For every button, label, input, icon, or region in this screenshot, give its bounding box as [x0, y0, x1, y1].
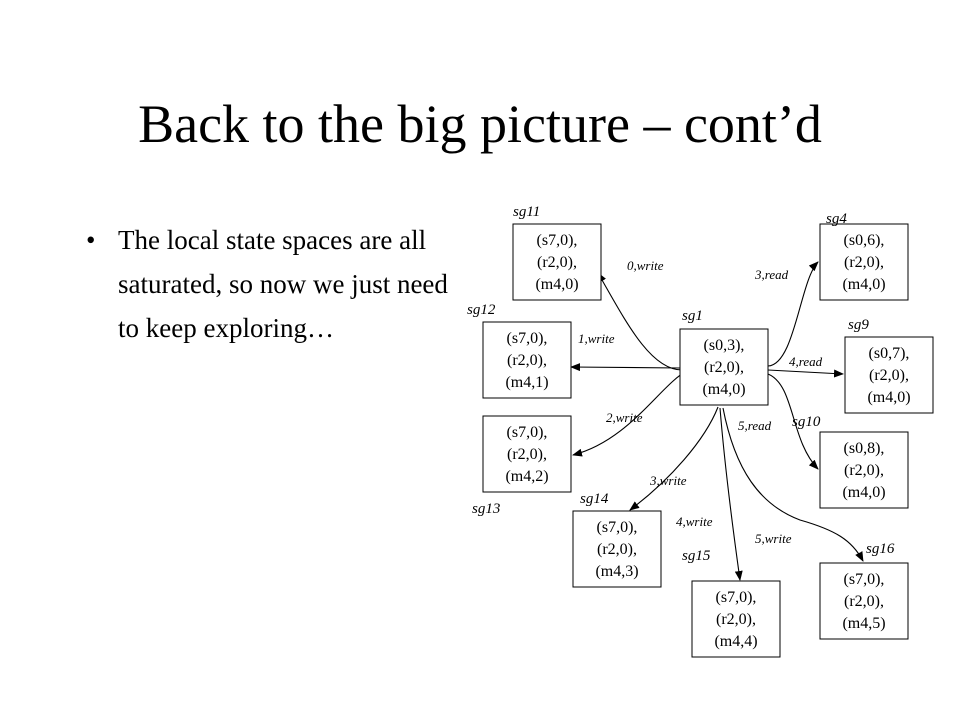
node-sg16: (s7,0), (r2,0), (m4,5) sg16 [819, 541, 909, 640]
node-sg15: (s7,0), (r2,0), (m4,4) sg15 [682, 548, 781, 658]
node-text-line: (r2,0), [507, 446, 547, 463]
node-text-line: (r2,0), [844, 462, 884, 479]
edges-layer: 0,write 1,write 2,write 3,write 4,write 5,wri… [570, 258, 864, 581]
node-box-sg10 [819, 431, 909, 509]
node-text-line: (m4,0) [702, 381, 745, 398]
node-text-line: (m4,1) [505, 374, 548, 391]
node-box-sg13 [482, 415, 572, 493]
edge-label-sg14: 3,write [649, 473, 687, 488]
edge-label-sg12: 1,write [578, 331, 615, 346]
node-text-line: (r2,0), [844, 593, 884, 610]
node-text-line: (s7,0), [507, 330, 548, 347]
node-text-line: (r2,0), [597, 541, 637, 558]
node-text-line: (s7,0), [537, 232, 578, 249]
node-box-sg12 [482, 321, 572, 399]
node-sg11: (s7,0), (r2,0), (m4,0) sg11 [512, 204, 602, 301]
node-box-sg11 [512, 223, 602, 301]
node-label-sg9: sg9 [848, 317, 869, 333]
bullet-text: The local state spaces are all saturated… [118, 225, 448, 343]
node-text-line: (m4,0) [842, 484, 885, 501]
node-box-sg1 [679, 328, 769, 406]
edge-sg1-to-sg4 [767, 261, 819, 367]
node-label-sg11: sg11 [513, 204, 540, 220]
node-text-line: (s0,6), [844, 232, 885, 249]
node-text-line: (m4,0) [867, 389, 910, 406]
bullet-dot: • [86, 225, 96, 255]
node-box-sg16 [819, 562, 909, 640]
node-sg10: (s0,8), (r2,0), (m4,0) sg10 [792, 414, 909, 509]
bullet-list: • The local state spaces are all saturat… [82, 218, 462, 350]
edge-sg1-to-sg9 [767, 369, 844, 378]
bullet-item: • The local state spaces are all saturat… [82, 218, 462, 350]
slide-title: Back to the big picture – cont’d [138, 94, 822, 154]
node-text-line: (r2,0), [716, 611, 756, 628]
edge-label-sg4: 3,read [754, 267, 789, 282]
node-label-sg12: sg12 [467, 302, 496, 318]
node-label-sg4: sg4 [826, 211, 847, 227]
node-box-sg9 [844, 336, 934, 414]
node-sg9: (s0,7), (r2,0), (m4,0) sg9 [844, 317, 934, 414]
node-box-sg14 [572, 510, 662, 588]
edge-sg1-to-sg11 [597, 272, 683, 371]
edge-label-sg11: 0,write [627, 258, 664, 273]
node-text-line: (s7,0), [844, 571, 885, 588]
edge-sg1-to-sg10 [767, 373, 819, 470]
node-sg14: (s7,0), (r2,0), (m4,3) sg14 [572, 491, 662, 588]
node-sg4: (s0,6), (r2,0), (m4,0) sg4 [819, 211, 909, 301]
edge-label-sg9: 4,read [789, 354, 823, 369]
node-text-line: (m4,0) [535, 276, 578, 293]
edge-label-sg15: 4,write [676, 514, 713, 529]
node-text-line: (s0,8), [844, 440, 885, 457]
node-text-line: (s7,0), [716, 589, 757, 606]
node-label-sg10: sg10 [792, 414, 821, 430]
node-text-line: (s7,0), [597, 519, 638, 536]
node-text-line: (r2,0), [704, 359, 744, 376]
node-text-line: (m4,0) [842, 276, 885, 293]
nodes-layer: (s0,3), (r2,0), (m4,0) sg1 (s7,0), (r2,0), (m4… [467, 204, 934, 658]
node-text-line: (s0,7), [869, 345, 910, 362]
node-text-line: (m4,3) [595, 563, 638, 580]
node-text-line: (r2,0), [844, 254, 884, 271]
edge-sg1-to-sg14 [629, 406, 719, 511]
node-box-sg15 [691, 580, 781, 658]
node-label-sg1: sg1 [682, 308, 703, 324]
edge-label-sg16: 5,write [755, 531, 792, 546]
node-text-line: (m4,5) [842, 615, 885, 632]
node-text-line: (m4,2) [505, 468, 548, 485]
node-label-sg13: sg13 [472, 501, 500, 517]
node-sg1: (s0,3), (r2,0), (m4,0) sg1 [679, 308, 769, 406]
edge-sg1-to-sg13 [572, 369, 689, 457]
node-text-line: (r2,0), [869, 367, 909, 384]
node-text-line: (r2,0), [537, 254, 577, 271]
edge-sg1-to-sg15 [719, 407, 743, 581]
node-label-sg16: sg16 [866, 541, 895, 557]
node-label-sg14: sg14 [580, 491, 609, 507]
edge-label-sg10: 5,read [738, 418, 772, 433]
node-sg13: (s7,0), (r2,0), (m4,2) sg13 [472, 415, 572, 517]
node-text-line: (s0,3), [704, 337, 745, 354]
edge-sg1-to-sg12 [570, 363, 681, 372]
node-label-sg15: sg15 [682, 548, 711, 564]
node-box-sg4 [819, 223, 909, 301]
node-sg12: (s7,0), (r2,0), (m4,1) sg12 [467, 302, 572, 399]
edge-label-sg13: 2,write [606, 410, 643, 425]
node-text-line: (r2,0), [507, 352, 547, 369]
node-text-line: (s7,0), [507, 424, 548, 441]
edge-sg1-to-sg16 [722, 407, 864, 562]
node-text-line: (m4,4) [714, 633, 757, 650]
